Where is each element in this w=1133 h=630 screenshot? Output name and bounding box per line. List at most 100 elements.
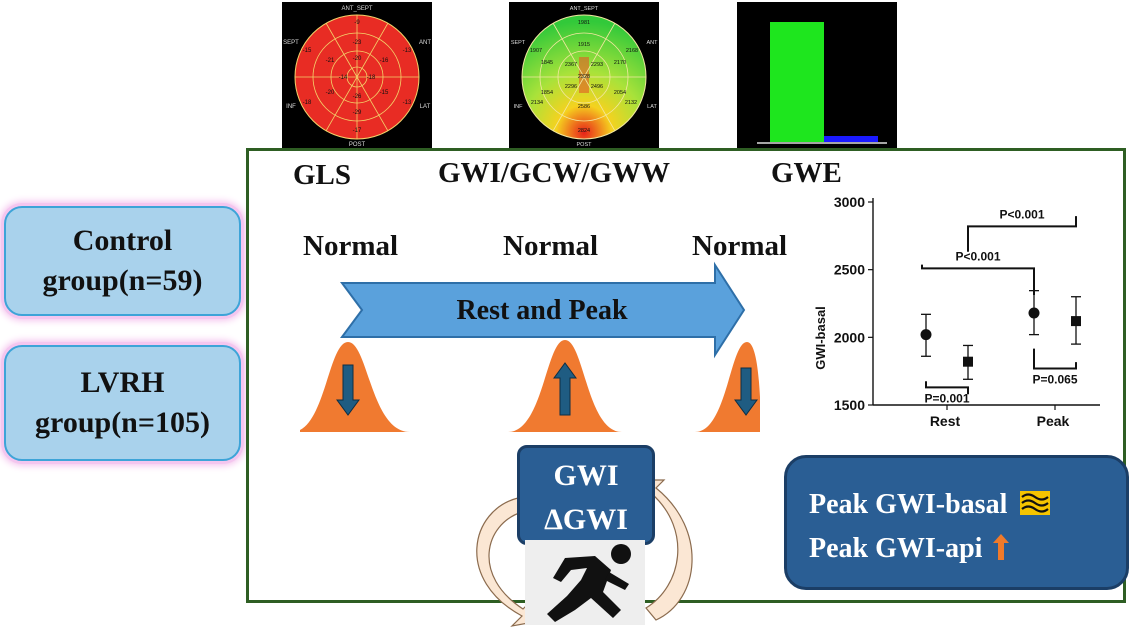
chart-significance-label: P=0.001 (924, 391, 969, 405)
chart-y-tick-label: 2500 (834, 262, 865, 278)
gwi-left-label: INF (514, 104, 524, 110)
gls-value: -20 (353, 56, 362, 62)
control-group-box: Control group(n=59) (4, 206, 241, 316)
gwi-gcw-gww-label: GWI/GCW/GWW (438, 157, 671, 189)
chart-x-tick-label: Rest (930, 413, 961, 429)
gwi-value: 2296 (565, 84, 577, 90)
gwe-bar-thumbnail (737, 2, 897, 148)
gwi-value: 2132 (625, 100, 637, 106)
chart-point-circle (1028, 307, 1040, 319)
gwe-bar-green (770, 22, 824, 142)
gwi-value: 2496 (591, 84, 603, 90)
gls-value: -18 (303, 100, 312, 106)
lvrh-group-title: LVRH (80, 366, 165, 399)
bell-curve-gls (300, 342, 410, 432)
gwi-value: 2328 (578, 74, 590, 80)
gwi-value: 2586 (578, 104, 590, 110)
chart-significance-bracket (925, 381, 969, 395)
gls-value: -15 (303, 48, 312, 54)
lvrh-group-count: group(n=105) (35, 406, 210, 439)
gls-value: -18 (367, 75, 376, 81)
chart-significance-label: P=0.065 (1032, 372, 1077, 386)
normal-label-gls: Normal (303, 230, 399, 262)
chart-point-circle (920, 329, 932, 341)
result-line-api: Peak GWI-api (809, 527, 1126, 571)
gwi-left-label: SEPT (511, 40, 526, 46)
gls-left-label: SEPT (283, 40, 299, 46)
control-group-title: Control (72, 224, 173, 257)
gls-value: -13 (403, 48, 412, 54)
chart-significance-label: P<0.001 (999, 207, 1044, 221)
gwi-value: 2170 (614, 60, 626, 66)
result-line-basal: Peak GWI-basal (809, 483, 1126, 527)
chart-y-tick-label: 1500 (834, 397, 865, 413)
chart-y-axis-label: GWI-basal (813, 306, 828, 370)
flow-graphic: Rest and Peak (300, 261, 760, 432)
gwi-bullseye-thumbnail: ANT_SEPT POST SEPT INF ANT LAT 1981 1907… (509, 2, 659, 148)
gls-right-label: ANT (419, 40, 431, 46)
gls-value: -13 (403, 100, 412, 106)
normal-label-gwe: Normal (692, 230, 788, 262)
chart-y-tick-label: 3000 (834, 194, 865, 210)
gwi-box-line2: ΔGWI (544, 503, 628, 536)
down-arrow-icon (734, 367, 758, 416)
gwi-value: 2168 (626, 48, 638, 54)
gls-value: -17 (353, 128, 362, 134)
gwi-value: 2134 (531, 100, 543, 106)
gwi-value: 2054 (614, 90, 626, 96)
runner-icon (525, 540, 645, 625)
gwi-value: 2293 (591, 62, 603, 68)
wave-approx-icon (1020, 491, 1051, 515)
chart-significance-bracket (967, 216, 1077, 252)
gls-value: -23 (353, 40, 362, 46)
gls-bottom-label: POST (349, 142, 366, 148)
cycle-arrow-left (476, 497, 535, 627)
gls-value: -16 (380, 58, 389, 64)
gls-right-label: LAT (420, 104, 431, 110)
chart-significance-bracket (921, 264, 1035, 295)
gwe-label: GWE (771, 157, 842, 189)
gwi-right-label: LAT (647, 104, 657, 110)
chart-point-square (963, 356, 973, 367)
chart-y-tick-label: 2000 (834, 329, 865, 345)
normal-label-gwi: Normal (503, 230, 599, 262)
up-arrow-icon (553, 362, 577, 416)
gwi-value: 1845 (541, 60, 553, 66)
gwi-right-label: ANT (647, 40, 659, 46)
gls-value: -20 (326, 90, 335, 96)
gwi-value: 1854 (541, 90, 553, 96)
gls-top-label: ANT_SEPT (341, 6, 372, 12)
result-basal-text: Peak GWI-basal (809, 489, 1008, 520)
gwe-bar-blue (824, 136, 878, 142)
chart-significance-bracket (1033, 348, 1077, 370)
chart-significance-label: P<0.001 (955, 249, 1000, 263)
control-group-count: group(n=59) (42, 264, 203, 297)
gls-bullseye-thumbnail: ANT_SEPT POST SEPT INF ANT LAT -9 -15 -1… (282, 2, 432, 148)
gls-value: -29 (353, 110, 362, 116)
rest-and-peak-text: Rest and Peak (456, 295, 628, 326)
down-arrow-icon (336, 364, 360, 416)
chart-point-square (1071, 316, 1081, 327)
gwi-top-label: ANT_SEPT (570, 6, 599, 12)
gls-value: -9 (354, 20, 360, 26)
gls-value: -15 (380, 90, 389, 96)
gwi-box-line1: GWI (553, 459, 619, 492)
chart-x-tick-label: Peak (1037, 413, 1070, 429)
results-box: Peak GWI-basal Peak GWI-api (784, 455, 1129, 590)
gwi-value: 1915 (578, 42, 590, 48)
lvrh-group-box: LVRH group(n=105) (4, 345, 241, 461)
gwi-delta-box: GWI ΔGWI (517, 445, 655, 545)
gwi-value: 2824 (578, 128, 590, 134)
gls-value: -26 (353, 94, 362, 100)
gwi-value: 1981 (578, 20, 590, 26)
result-api-text: Peak GWI-api (809, 533, 983, 564)
gwi-value: 1907 (530, 48, 542, 54)
gls-value: -21 (326, 58, 335, 64)
gwi-bottom-label: POST (577, 142, 593, 148)
gls-left-label: INF (286, 104, 296, 110)
gls-value: -14 (339, 75, 348, 81)
up-arrow-icon (993, 534, 1010, 560)
gwi-value: 2367 (565, 62, 577, 68)
gls-label: GLS (293, 159, 352, 191)
